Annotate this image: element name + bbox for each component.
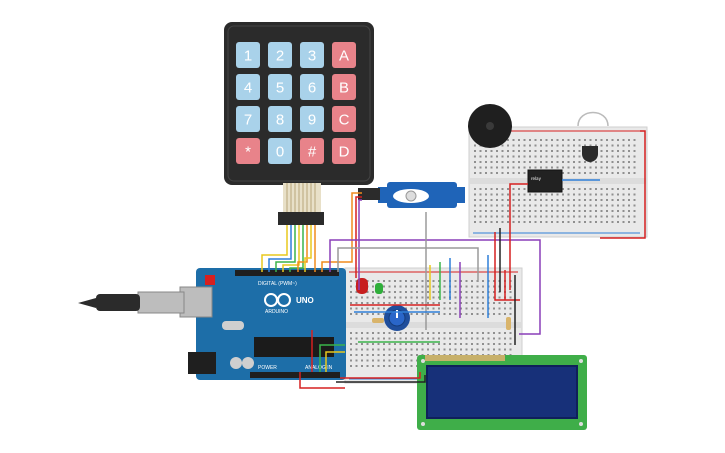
keypad-key-label: 7 — [244, 112, 252, 129]
keypad-key[interactable]: 2 — [268, 42, 292, 68]
keypad-key-label: 0 — [276, 144, 284, 161]
servo-motor — [358, 182, 465, 208]
keypad-ribbon-lines — [286, 183, 316, 213]
transistor — [582, 146, 598, 162]
keypad-key-label: 6 — [308, 80, 316, 97]
resistor-2 — [506, 317, 511, 330]
keypad-key-label: 2 — [276, 48, 284, 65]
keypad-key-label: 3 — [308, 48, 316, 65]
arduino-analog-label: ANALOG IN — [305, 365, 333, 371]
led-red — [356, 278, 368, 294]
keypad-key-label: * — [245, 144, 251, 161]
arduino-power-label: POWER — [258, 365, 277, 371]
arduino-uno: ARDUINO UNO DIGITAL (PWM~) POWER ANALOG … — [179, 268, 346, 380]
keypad-key[interactable]: D — [332, 138, 356, 164]
piezo-buzzer — [468, 104, 512, 148]
keypad-key[interactable]: A — [332, 42, 356, 68]
keypad-key[interactable]: # — [300, 138, 324, 164]
keypad-key[interactable]: * — [236, 138, 260, 164]
keypad-key[interactable]: 9 — [300, 106, 324, 132]
keypad-key[interactable]: B — [332, 74, 356, 100]
keypad-key[interactable]: 3 — [300, 42, 324, 68]
svg-text:relay: relay — [531, 176, 542, 181]
arduino-model: UNO — [296, 296, 314, 305]
keypad-key-label: 9 — [308, 112, 316, 129]
keypad-keys: 1 2 3 A 4 5 6 B 7 8 9 C * 0 # D — [236, 42, 356, 164]
relay-module: relay — [527, 169, 563, 193]
keypad-key-label: # — [308, 144, 317, 161]
usb-cable — [78, 291, 185, 314]
keypad-key[interactable]: C — [332, 106, 356, 132]
keypad-key-label: D — [339, 144, 350, 161]
keypad-key-label: 1 — [244, 48, 252, 65]
keypad-key-label: B — [339, 80, 349, 97]
keypad-key[interactable]: 0 — [268, 138, 292, 164]
arduino-logo-icon — [264, 293, 291, 307]
arduino-digital-label: DIGITAL (PWM~) — [258, 281, 297, 287]
keypad-key-label: A — [339, 48, 349, 65]
keypad-key-label: 5 — [276, 80, 284, 97]
potentiometer — [384, 305, 410, 331]
led-green — [375, 283, 383, 294]
resistor-1 — [372, 318, 384, 323]
keypad-key[interactable]: 8 — [268, 106, 292, 132]
keypad-header-connector — [278, 212, 324, 225]
keypad-key[interactable]: 1 — [236, 42, 260, 68]
keypad-key[interactable]: 4 — [236, 74, 260, 100]
arduino-logo-text: ARDUINO — [265, 309, 288, 315]
keypad: 1 2 3 A 4 5 6 B 7 8 9 C * 0 # D — [224, 22, 374, 225]
keypad-key-label: 4 — [244, 80, 252, 97]
keypad-key-label: 8 — [276, 112, 284, 129]
keypad-key-label: C — [339, 112, 350, 129]
keypad-key[interactable]: 7 — [236, 106, 260, 132]
keypad-key[interactable]: 6 — [300, 74, 324, 100]
photoresistor — [577, 111, 609, 127]
wires — [261, 130, 646, 389]
keypad-key[interactable]: 5 — [268, 74, 292, 100]
lcd-display — [417, 355, 587, 430]
